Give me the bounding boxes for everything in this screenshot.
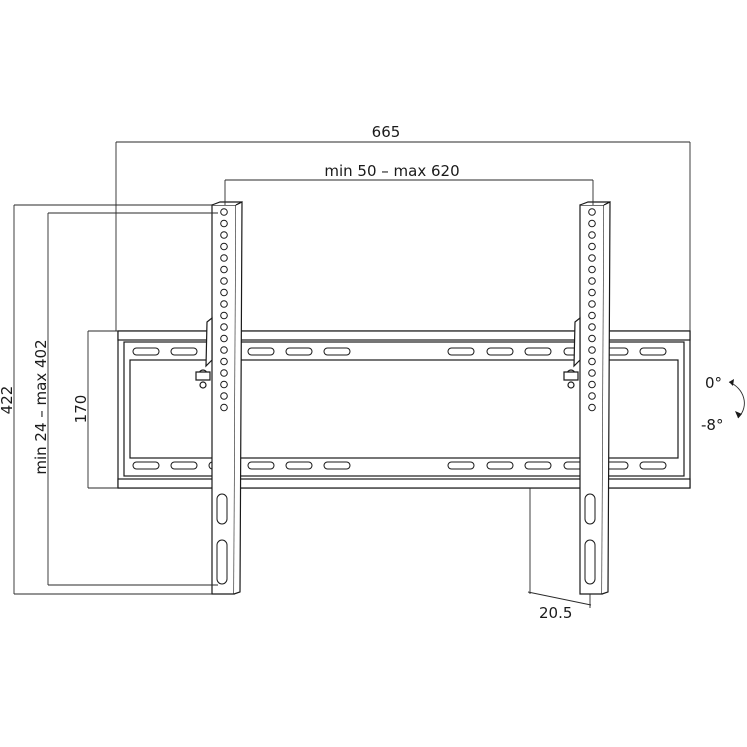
left-arm-hole-14 (220, 357, 228, 366)
wall-plate-slot-bottom-1 (132, 461, 160, 470)
dimension-overall-width: 665 (115, 123, 691, 331)
left-arm-hole-1 (220, 208, 228, 216)
right-arm-hole-8 (588, 288, 596, 297)
right-arm-hole-7 (588, 277, 596, 285)
wall-plate-slot-bottom-4 (247, 461, 275, 470)
wall-plate-slot-bottom-6 (323, 461, 351, 470)
wall-plate-slot-top-12 (639, 347, 667, 356)
left-arm-hole-5 (220, 254, 228, 262)
dimension-overall-height: 422 (0, 204, 212, 595)
wall-plate-slot-bottom-12 (639, 461, 667, 470)
dimension-wall-plate-height: 170 (72, 330, 118, 489)
tilt-arrow-tail-icon (729, 379, 734, 386)
right-arm-hole-12 (588, 334, 596, 343)
tilt-indicator: 0° -8° (701, 374, 745, 434)
right-arm-hole-10 (588, 311, 596, 320)
overall-height-label: 422 (0, 386, 16, 415)
left-tilt-knob (195, 316, 213, 389)
left-arm-hole-18 (220, 403, 228, 412)
right-arm-lower-slot-1 (584, 493, 596, 525)
right-arm-hole-11 (588, 323, 596, 331)
left-arm-hole-12 (220, 334, 228, 343)
vesa-vertical-label: min 24 – max 402 (32, 339, 50, 474)
wall-plate-slot-bottom-5 (285, 461, 313, 470)
right-arm-hole-13 (588, 346, 596, 354)
left-arm-lower-slot-2 (216, 539, 228, 585)
left-arm-hole-13 (220, 346, 228, 354)
left-arm-hole-2 (220, 219, 228, 228)
wall-plate-height-label: 170 (72, 395, 90, 424)
left-arm-lower-slot-1 (216, 493, 228, 525)
dimension-vesa-vertical: min 24 – max 402 (32, 212, 218, 586)
right-arm-hole-16 (588, 380, 596, 389)
right-arm-lower-slot-2 (584, 539, 596, 585)
right-arm-hole-1 (588, 208, 596, 216)
dimension-vesa-horizontal: min 50 – max 620 (224, 162, 594, 205)
wall-depth-label: 20.5 (539, 604, 572, 622)
dimension-depth: 20.5 (527, 488, 592, 622)
tilt-lower-label: -8° (701, 416, 723, 434)
left-arm-hole-16 (220, 380, 228, 389)
right-arm-holes (588, 208, 596, 412)
left-arm-hole-6 (220, 265, 228, 274)
left-arm-hole-11 (220, 323, 228, 331)
left-arm-hole-7 (220, 277, 228, 285)
left-arm-holes (220, 208, 228, 412)
right-tilt-knob (563, 316, 581, 389)
wall-plate-slot-top-8 (486, 347, 514, 356)
right-arm-hole-2 (588, 219, 596, 228)
left-arm-hole-17 (220, 392, 228, 400)
left-vertical-arm (195, 201, 243, 595)
right-arm-hole-6 (588, 265, 596, 274)
vesa-horizontal-label: min 50 – max 620 (324, 162, 459, 180)
wall-plate-slot-top-6 (323, 347, 351, 356)
tilt-arrowhead-icon (735, 411, 742, 418)
wall-plate-slot-top-2 (170, 347, 198, 356)
left-arm-hole-8 (220, 288, 228, 297)
left-arm-hole-10 (220, 311, 228, 320)
wall-plate-slot-bottom-7 (447, 461, 475, 470)
right-arm-hole-9 (588, 300, 596, 308)
right-arm-hole-5 (588, 254, 596, 262)
right-arm-hole-18 (588, 403, 596, 412)
wall-plate-slot-bottom-8 (486, 461, 514, 470)
tilt-upper-label: 0° (705, 374, 722, 392)
wall-plate-slot-top-4 (247, 347, 275, 356)
wall-plate-slot-bottom-2 (170, 461, 198, 470)
right-arm-hole-15 (588, 369, 596, 377)
right-arm-hole-4 (588, 242, 596, 251)
wall-plate-slot-top-9 (524, 347, 552, 356)
wall-plate-slot-top-1 (132, 347, 160, 356)
right-arm-hole-3 (588, 231, 596, 239)
right-arm-hole-14 (588, 357, 596, 366)
right-arm-hole-17 (588, 392, 596, 400)
overall-width-label: 665 (372, 123, 401, 141)
left-arm-hole-9 (220, 300, 228, 308)
left-arm-hole-4 (220, 242, 228, 251)
wall-plate-slot-top-7 (447, 347, 475, 356)
wall-plate-slot-top-5 (285, 347, 313, 356)
left-arm-hole-3 (220, 231, 228, 239)
right-vertical-arm (563, 201, 611, 595)
left-arm-hole-15 (220, 369, 228, 377)
wall-plate-slot-bottom-9 (524, 461, 552, 470)
